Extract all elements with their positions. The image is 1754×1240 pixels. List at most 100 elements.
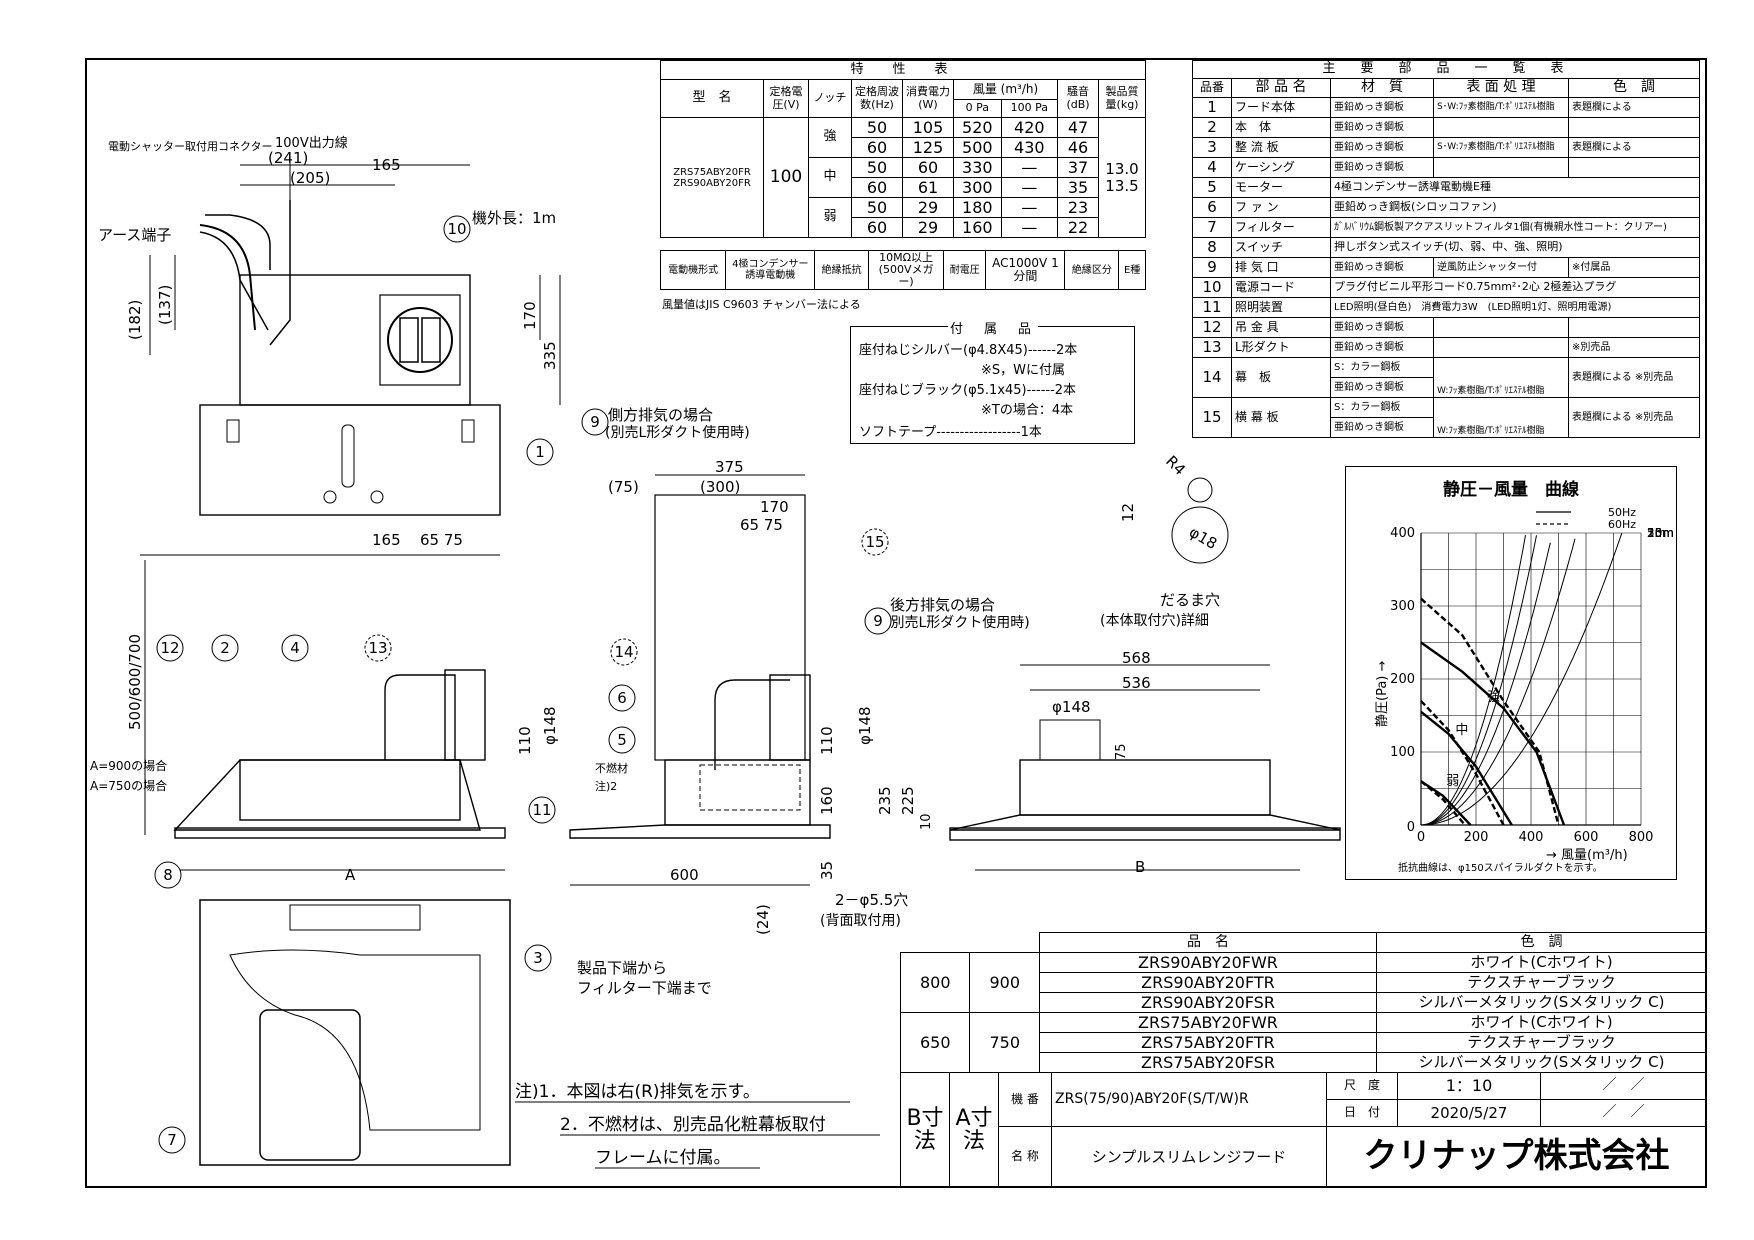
spec-model-90: ZRS90ABY20FR [673,177,751,189]
dim-241: (241) [268,149,308,167]
notch-label: 強 [1487,690,1500,705]
title-item-color: シルバーメタリック(Sメタリック C) [1375,1052,1708,1073]
y-tick-label: 100 [1390,745,1415,760]
balloon-number: 3 [533,949,543,967]
spec-hz: 60 [851,217,903,238]
parts-name: フード本体 [1231,97,1331,118]
x-tick-label: 0 [1417,830,1425,845]
spec-hz: 50 [851,197,903,218]
label-holes: 2－φ5.5穴 [835,891,908,909]
label-rear-exhaust2: (別売L形ダクト使用時) [885,614,1030,631]
side-view [569,474,831,886]
dim-235: 235 [876,786,894,815]
kiban-label: 機 番 [998,1072,1052,1127]
hood-hole [370,490,384,504]
rear-exhaust-port [1039,719,1101,761]
spec-notch-weak: 弱 [808,197,852,238]
parts-h-color: 色 調 [1568,78,1700,98]
x-axis-label: → 風量(m³/h) [1546,848,1628,863]
spec-h-noise: 騒音(dB) [1057,79,1099,118]
parts-color: 表題欄による ※別売品 [1568,357,1700,398]
balloon: 2 [211,634,239,662]
pq-series-line [1420,780,1466,826]
balloon-number: 2 [220,639,230,657]
spec-w: 125 [902,137,954,158]
dim-18: φ18 [1186,523,1220,553]
spec-insres-label: 絶縁抵抗 [814,250,870,290]
group1-b: 800 [899,952,971,1013]
dim-110b: 110 [818,726,836,755]
label-side-exhaust: 側方排気の場合 [608,406,713,424]
title-item-color: テクスチャーブラック [1375,972,1708,993]
accessories-box: 付 属 品 座付ねじシルバー(φ4.8X45)------2本 ※S，Wに付属 … [850,318,1135,444]
parts-name: 吊 金 具 [1231,317,1331,338]
note-1: 注)1．本図は右(R)排気を示す。 [515,1082,760,1102]
dim-170b: 170 [760,498,789,516]
label-hole2: (本体取付穴)詳細 [1100,613,1209,629]
dim-500: 500/600/700 [126,634,144,730]
y-tick-label: 400 [1390,526,1415,541]
title-item-name: ZRS75ABY20FTR [1038,1032,1377,1053]
balloon: 11 [528,796,556,824]
spec-w: 29 [902,217,954,238]
accessory-line: 座付ねじブラック(φ5.1x45)------2本 [859,383,1077,398]
label-earth: アース端子 [98,226,171,244]
title-blank [900,932,1040,953]
spec-table: 特 性 表 型 名 定格電圧(V) ノッチ 定格周波数(Hz) 消費電力(W) … [660,60,1146,238]
parts-name: フ ァ ン [1231,197,1331,218]
balloon-number: 9 [590,413,600,431]
parts-name: フィルター [1231,217,1331,238]
balloon: 13 [364,634,392,662]
title-item-name: ZRS90ABY20FTR [1038,972,1377,993]
spec-q100: — [1000,217,1059,238]
parts-name: 横 幕 板 [1231,397,1331,438]
parts-name: 照明装置 [1231,297,1331,318]
balloon: 4 [281,634,309,662]
balloon-number: 13 [368,639,387,657]
dim-375: 375 [715,458,744,476]
resistance-curve [1420,535,1537,826]
spec-insclass-value: E種 [1118,250,1146,290]
dim-225: 225 [899,786,917,815]
spec-h-power: 消費電力(W) [902,79,954,118]
balloon: 14 [610,638,638,666]
parts-h-name: 部 品 名 [1231,78,1331,98]
balloon: 6 [608,684,636,712]
balloon-number: 11 [532,801,551,819]
accessory-line: ソフトテープ------------------1本 [859,425,1042,440]
label-filter1: 製品下端から [577,959,667,977]
parts-no: 10 [1192,277,1232,298]
dim-165a: 165 [372,156,401,174]
label-a750: A=750の場合 [90,778,167,793]
note-3: フレームに付属。 [595,1148,731,1168]
title-block-bottom: B寸法 A寸法 機 番 ZRS(75/90)ABY20F(S/T/W)R 尺 度… [900,1072,1707,1188]
label-rear-exhaust: 後方排気の場合 [890,596,995,614]
dim-160: 160 [818,786,836,815]
parts-name: 幕 板 [1231,357,1331,398]
dim-35: 35 [818,861,836,880]
parts-material: 亜鉛めっき鋼板 [1330,417,1434,438]
front-body [239,759,461,821]
balloon-number: 9 [873,612,883,630]
title-item-name: ZRS90ABY20FWR [1038,952,1377,973]
dim-300: (300) [700,478,740,496]
parts-name: L形ダクト [1231,337,1331,358]
balloon: 8 [154,861,182,889]
title-item-color: シルバーメタリック(Sメタリック C) [1375,992,1708,1013]
front-duct-outlet [444,669,486,761]
spec-insres-value: 10MΩ以上(500Vメガー) [868,250,945,290]
resistance-curve [1420,542,1551,826]
x-tick-label: 400 [1519,830,1544,845]
resistance-label: 25m [1647,526,1674,540]
parts-table-title: 主 要 部 品 一 覧 表 [1192,60,1700,79]
parts-color: 表題欄による ※別売品 [1568,397,1700,438]
spec-withstand-value: AC1000V 1分間 [985,250,1066,290]
accessory-line: 座付ねじシルバー(φ4.8X45)------2本 [859,343,1078,358]
exhaust-port-circle [387,307,453,373]
parts-finish: W:ﾌｯ素樹脂/T:ﾎﾟﾘｴｽﾃﾙ樹脂 [1433,397,1569,438]
spec-db: 37 [1057,157,1099,178]
side-duct-elbow [714,679,790,770]
side-body [664,759,811,826]
dim-A: A [345,866,356,884]
label-holes2: (背面取付用) [820,913,901,929]
